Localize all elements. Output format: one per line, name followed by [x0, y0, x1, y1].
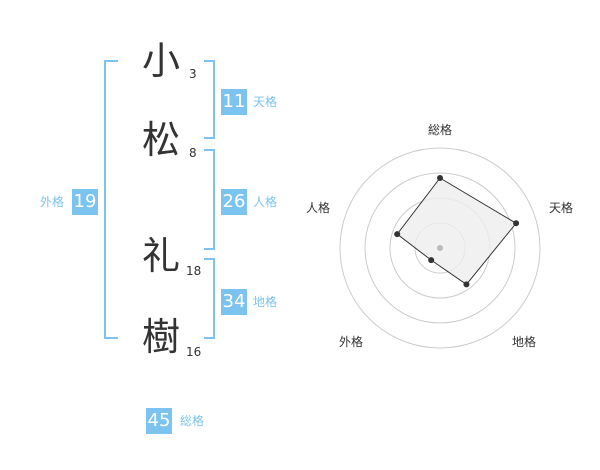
name-char-1: 小 [142, 39, 181, 83]
stroke-count-4: 16 [186, 345, 202, 359]
radar-label-chikaku: 地格 [512, 335, 537, 349]
soukaku-value: 45 [146, 408, 172, 434]
stroke-count-1: 3 [189, 67, 197, 81]
radar-label-jinkaku: 人格 [306, 201, 331, 215]
radar-ring [364, 172, 516, 324]
name-char-3: 礼 [142, 234, 181, 278]
jinkaku-value: 26 [221, 189, 247, 215]
gaikaku-bracket [104, 60, 118, 339]
name-char-4: 樹 [142, 315, 181, 359]
radar-ring [339, 147, 541, 349]
radar-center [437, 245, 443, 251]
jinkaku-bracket [204, 149, 215, 250]
chikaku-value: 34 [221, 289, 247, 315]
radar-label-tenkaku: 天格 [549, 201, 574, 215]
jinkaku-label: 人格 [253, 195, 278, 209]
radar-point-0 [437, 175, 443, 181]
gaikaku-label: 外格 [40, 195, 65, 209]
soukaku-label: 総格 [180, 414, 205, 428]
radar-polygon [396, 177, 517, 286]
radar-point-3 [428, 257, 435, 264]
gaikaku-value: 19 [72, 189, 98, 215]
radar-label-soukaku: 総格 [428, 123, 453, 137]
radar-point-1 [513, 220, 520, 227]
chikaku-label: 地格 [253, 295, 278, 309]
stroke-count-3: 18 [186, 264, 202, 278]
radar-point-2 [463, 281, 470, 288]
chikaku-bracket [204, 258, 215, 339]
tenkaku-label: 天格 [253, 95, 278, 109]
radar-label-gaikaku: 外格 [339, 335, 364, 349]
tenkaku-bracket [204, 60, 215, 139]
stroke-count-2: 8 [189, 146, 197, 160]
tenkaku-value: 11 [221, 89, 247, 115]
radar-point-4 [394, 231, 401, 238]
name-char-2: 松 [142, 118, 181, 162]
